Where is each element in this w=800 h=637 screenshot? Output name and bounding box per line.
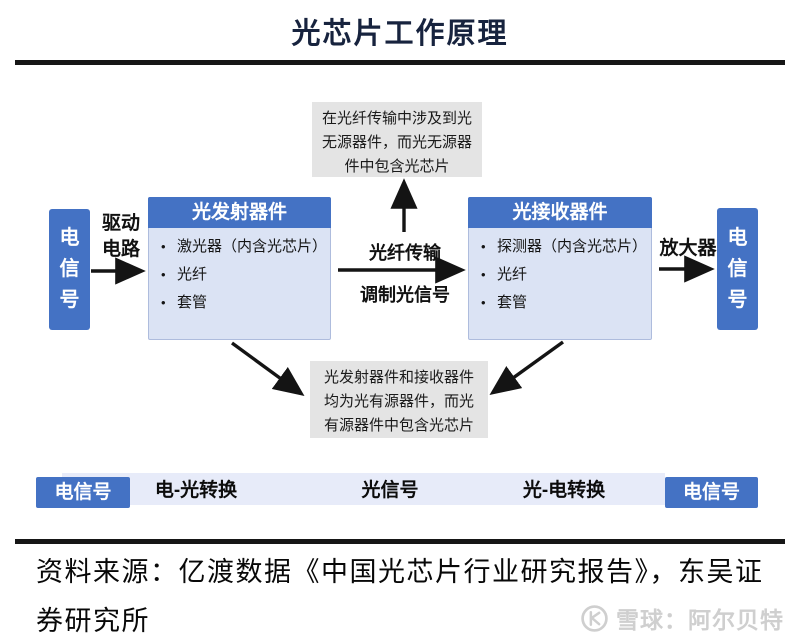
active-devices-note: 光发射器件和接收器件均为光有源器件，而光有源器件中包含光芯片 [310, 361, 488, 438]
xueqiu-logo-icon [581, 604, 608, 632]
arrow-transmitter-to-active-note [230, 341, 305, 397]
list-item: 光纤 [161, 266, 324, 284]
page-title: 光芯片工作原理 [291, 18, 509, 50]
footer-divider [15, 539, 785, 544]
receiver-title: 光接收器件 [468, 197, 652, 228]
passive-devices-note: 在光纤传输中涉及到光无源器件，而光无源器件中包含光芯片 [312, 102, 482, 177]
fiber-transmission-label: 光纤传输 [369, 243, 441, 263]
bar-electric-signal-right: 电信号 [665, 477, 758, 508]
watermark: 雪球：阿尔贝特 [580, 601, 784, 635]
watermark-text: 雪球：阿尔贝特 [616, 607, 784, 633]
transmitter-item-list: 激光器（内含光芯片） 光纤套管 [149, 238, 330, 312]
receiver-item-list: 探测器（内含光芯片） 光纤套管 [469, 238, 651, 312]
electric-signal-right-box: 电信号 [717, 208, 758, 330]
electric-signal-left-box: 电信号 [49, 209, 90, 330]
list-item: 套管 [161, 294, 324, 312]
conversion-bar-strip [62, 473, 665, 505]
bar-step-optical-to-electric: 光-电转换 [522, 480, 606, 501]
bar-electric-signal-left: 电信号 [36, 477, 130, 508]
arrow-receiver-to-active-note [489, 340, 564, 395]
transmitter-box: 光发射器件 激光器（内含光芯片） 光纤套管 [148, 197, 331, 340]
list-item: 光纤 [481, 266, 645, 284]
list-item: 探测器（内含光芯片） [481, 238, 647, 256]
list-item: 套管 [481, 294, 645, 312]
receiver-box: 光接收器件 探测器（内含光芯片） 光纤套管 [468, 197, 652, 340]
bar-step-optical-signal: 光信号 [361, 480, 419, 501]
transmitter-title: 光发射器件 [148, 197, 331, 228]
bar-step-electric-to-optical: 电-光转换 [154, 480, 238, 501]
source-attribution: 资料来源：亿渡数据《中国光芯片行业研究报告》，东吴证券研究所 [36, 557, 764, 636]
list-item: 激光器（内含光芯片） [161, 238, 327, 256]
driver-circuit-label: 驱动电路 [101, 213, 140, 260]
modulated-signal-label: 调制光信号 [360, 285, 450, 305]
electric-signal-left-label: 电信号 [59, 227, 80, 311]
amplifier-label: 放大器 [659, 238, 717, 259]
title-divider [15, 60, 785, 65]
electric-signal-right-label: 电信号 [727, 226, 748, 311]
